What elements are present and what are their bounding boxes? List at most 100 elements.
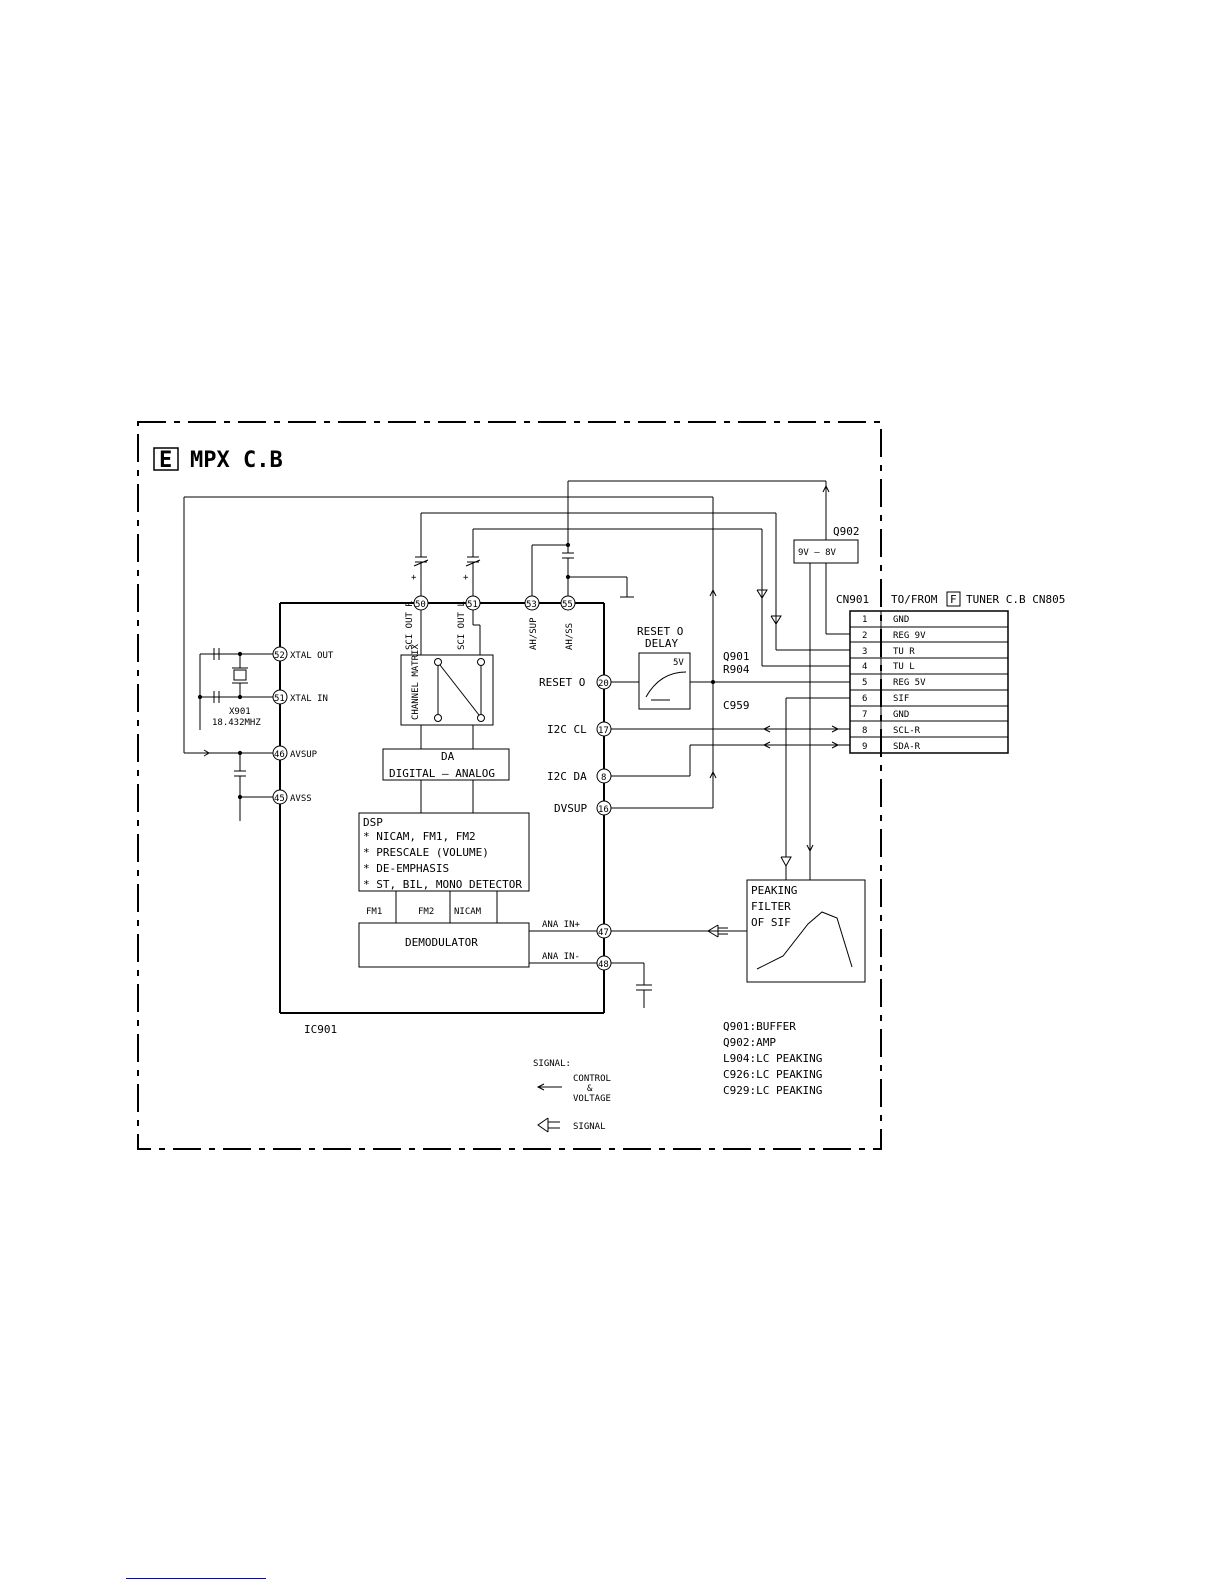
da-title: DA xyxy=(441,750,455,763)
reset-delay-level: 5V xyxy=(673,658,684,668)
cn-pin-1-num: 1 xyxy=(862,615,867,625)
pin-52-label: XTAL OUT xyxy=(290,651,334,661)
note-1: Q901:BUFFER xyxy=(723,1020,796,1033)
board-letter-box xyxy=(153,447,179,471)
sif-line xyxy=(780,697,850,880)
pin-47-num: 47 xyxy=(598,928,609,938)
pin-46-num: 46 xyxy=(274,750,285,760)
pin-53-num: 53 xyxy=(526,600,537,610)
note-3: L904:LC PEAKING xyxy=(723,1052,822,1065)
cn-pin-5-num: 5 xyxy=(862,678,867,688)
peaking-line-1: PEAKING xyxy=(751,884,797,897)
connector-board-letter: F xyxy=(950,593,957,606)
da-label: DIGITAL — ANALOG xyxy=(389,767,495,780)
pin-53-label: AH/SUP xyxy=(529,617,539,650)
pin-51-label: SCI OUT L xyxy=(457,601,467,650)
r904-label: R904 xyxy=(723,663,750,676)
internal-wires xyxy=(420,610,597,964)
pin-47-label: ANA IN+ xyxy=(542,920,581,930)
legend-control-1: CONTROL xyxy=(573,1074,611,1084)
demod-input-fm1: FM1 xyxy=(366,907,382,917)
cn-pin-3-num: 3 xyxy=(862,647,867,657)
demodulator-label: DEMODULATOR xyxy=(405,936,478,949)
cn-pin-6-label: SIF xyxy=(893,694,909,704)
note-4: C926:LC PEAKING xyxy=(723,1068,822,1081)
cn-pin-6-num: 6 xyxy=(862,694,867,704)
ic-pins-left: 52 XTAL OUT 51 XTAL IN 46 AVSUP 45 AVSS xyxy=(272,646,334,805)
peaking-line-3: OF SIF xyxy=(751,916,791,929)
connector-ref: CN901 xyxy=(836,593,869,606)
audio-signal-arrows xyxy=(756,580,782,625)
cn-pin-9-label: SDA-R xyxy=(893,742,921,752)
pin-20-label: RESET O xyxy=(539,676,585,689)
pin-51-top-num: 51 xyxy=(467,600,478,610)
channel-matrix-label: CHANNEL MATRIX xyxy=(411,644,421,720)
cn-pin-8-label: SCL-R xyxy=(893,726,921,736)
top-supply-wiring xyxy=(413,480,850,667)
pin-16-label: DVSUP xyxy=(554,802,587,815)
ic-pins-top: 50 51 53 55 SCI OUT R SCI OUT L AH/SUP A… xyxy=(405,595,576,650)
q901-label: Q901 xyxy=(723,650,750,663)
legend-control-2: & xyxy=(587,1084,593,1094)
demod-input-fm2: FM2 xyxy=(418,907,434,917)
board-letter: E xyxy=(159,448,172,473)
crystal-ref: X901 xyxy=(229,707,251,717)
dsp-item-3: * DE-EMPHASIS xyxy=(363,862,449,875)
ana-in-wiring xyxy=(611,924,747,1008)
reset-delay-block: RESET O DELAY 5V xyxy=(611,625,850,710)
pin-55-label: AH/SS xyxy=(565,623,575,650)
dsp-block: DSP * NICAM, FM1, FM2 * PRESCALE (VOLUME… xyxy=(358,812,530,892)
cap-plus-2: + xyxy=(463,573,469,583)
pin-48-label: ANA IN- xyxy=(542,952,580,962)
cn-pin-8-num: 8 xyxy=(862,726,867,736)
legend-signal: SIGNAL xyxy=(573,1122,606,1132)
ic901-label: IC901 xyxy=(304,1023,337,1036)
pin-50-num: 50 xyxy=(415,600,426,610)
pin-16-num: 16 xyxy=(598,805,609,815)
bottom-link-underline[interactable] xyxy=(126,1578,266,1579)
pin-17-num: 17 xyxy=(598,726,609,736)
connector-cn901: CN901 TO/FROM F TUNER C.B CN805 1 GND 2 … xyxy=(836,591,1065,754)
cn-pin-1-label: GND xyxy=(893,615,909,625)
avsup-circuit xyxy=(183,496,717,821)
cn-pin-5-label: REG 5V xyxy=(893,678,926,688)
board-title-text: MPX C.B xyxy=(190,448,283,473)
board-outline xyxy=(137,421,882,1150)
channel-matrix-block: CHANNEL MATRIX xyxy=(400,644,494,726)
peaking-line-2: FILTER xyxy=(751,900,791,913)
pin-17-label: I2C CL xyxy=(547,723,587,736)
pin-45-label: AVSS xyxy=(290,794,312,804)
legend-title: SIGNAL: xyxy=(533,1059,571,1069)
q902-box-label: 9V — 8V xyxy=(798,548,837,558)
demodulator-block: FM1 FM2 NICAM DEMODULATOR xyxy=(358,891,530,968)
pin-51-left-label: XTAL IN xyxy=(290,694,328,704)
pin-46-label: AVSUP xyxy=(290,750,318,760)
crystal-circuit xyxy=(197,648,273,730)
note-2: Q902:AMP xyxy=(723,1036,776,1049)
cn-pin-3-label: TU R xyxy=(893,647,915,657)
connector-rows xyxy=(850,626,1008,738)
ic-pins-right: 20 RESET O 17 I2C CL 8 I2C DA 16 DVSUP 4… xyxy=(539,674,612,971)
pin-20-num: 20 xyxy=(598,679,609,689)
dsp-title: DSP xyxy=(363,816,383,829)
dsp-item-1: * NICAM, FM1, FM2 xyxy=(363,830,476,843)
dsp-item-4: * ST, BIL, MONO DETECTOR xyxy=(363,878,522,891)
cn-pin-7-num: 7 xyxy=(862,710,867,720)
demod-input-nicam: NICAM xyxy=(454,907,482,917)
pin-51-left-num: 51 xyxy=(274,694,285,704)
peaking-filter-block: PEAKING FILTER OF SIF xyxy=(746,879,866,983)
i2c-lines xyxy=(611,725,850,777)
pin-45-num: 45 xyxy=(274,794,285,804)
pin-8-num: 8 xyxy=(601,773,606,783)
cn-pin-4-label: TU L xyxy=(893,662,915,672)
note-5: C929:LC PEAKING xyxy=(723,1084,822,1097)
connector-dest: TUNER C.B CN805 xyxy=(966,593,1065,606)
reset-delay-line1: RESET O xyxy=(637,625,683,638)
crystal-freq: 18.432MHZ xyxy=(212,718,261,728)
cn-pin-7-label: GND xyxy=(893,710,909,720)
legend-control-3: VOLTAGE xyxy=(573,1094,611,1104)
q902-label: Q902 xyxy=(833,525,860,538)
pin-48-num: 48 xyxy=(598,960,609,970)
cn-pin-4-num: 4 xyxy=(862,662,867,672)
pin-55-num: 55 xyxy=(562,600,573,610)
